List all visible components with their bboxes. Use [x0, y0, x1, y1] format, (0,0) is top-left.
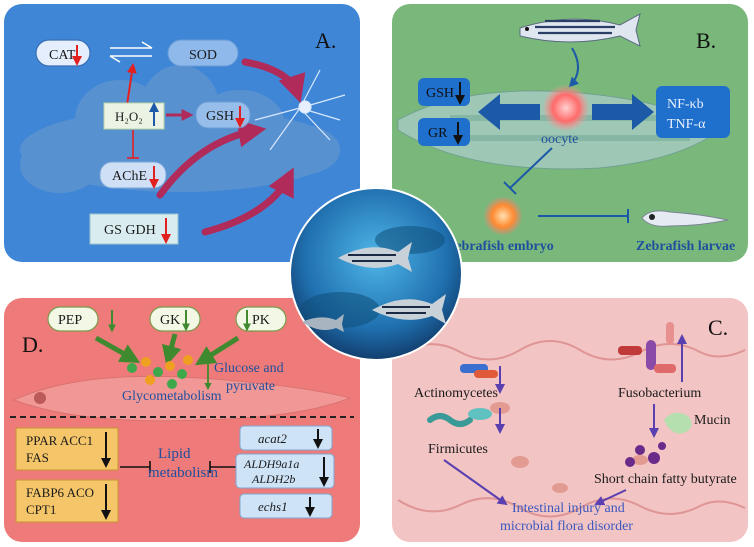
gsh-label-b: GSH	[426, 86, 454, 101]
acat2-label: acat2	[258, 431, 287, 446]
oocyte-effect-arrows	[478, 94, 654, 130]
sod-label: SOD	[189, 48, 217, 63]
adult-to-oocyte-arrow	[568, 47, 580, 88]
aldh-label-l1: ALDH9a1a	[243, 457, 299, 471]
cat-label: CAT	[49, 48, 76, 63]
reversible-arrows	[109, 41, 153, 63]
aldh-label-l2: ALDH2b	[251, 472, 295, 486]
panel-d-letter: D.	[22, 332, 43, 357]
scfa-spheres	[625, 442, 666, 467]
embryo-circle	[483, 196, 523, 236]
glycometabolism-label: Glycometabolism	[122, 389, 222, 404]
panel-d: D. PEP GK PK	[4, 298, 360, 542]
oocyte-inhibits-embryo	[509, 147, 553, 189]
gsh-label-a: GSH	[206, 109, 234, 124]
fusobacterium-icon	[618, 322, 676, 373]
panel-a: A. CAT SOD H₂O₂ GSH AChE	[4, 4, 360, 262]
ache-label: AChE	[112, 169, 147, 184]
outcome-label-l2: microbial flora disorder	[500, 519, 633, 534]
outcome-label-l1: Intestinal injury and	[512, 501, 625, 516]
echs1-label: echs1	[258, 499, 288, 514]
fabp-label-l2: CPT1	[26, 502, 56, 517]
panel-a-letter: A.	[315, 28, 336, 53]
mucin-label: Mucin	[694, 413, 731, 428]
actinomycetes-bacteria-icon	[460, 364, 498, 378]
panel-c: C. Actinomycetes Firmicutes	[392, 298, 748, 542]
larvae-label: Zebrafish larvae	[636, 239, 735, 254]
fish-illustration-d	[12, 375, 352, 422]
scfa-label: Short chain fatty butyrate	[594, 472, 737, 487]
adult-zebrafish-icon	[519, 13, 641, 47]
oocyte-label: oocyte	[541, 132, 578, 147]
ppar-label-l2: FAS	[26, 450, 49, 465]
lipid-label-l1: Lipid	[158, 446, 191, 462]
panel-b: B. oocyte	[392, 4, 748, 262]
pk-label: PK	[252, 313, 270, 328]
gsgdh-label: GS GDH	[104, 223, 156, 238]
pep-label: PEP	[58, 313, 82, 328]
center-zebrafish-photo	[289, 187, 463, 361]
fabp-label-l1: FABP6 ACO	[26, 485, 94, 500]
embryo-label: Zebrafish embryo	[446, 239, 554, 254]
firmicutes-to-outcome-arrow	[443, 459, 508, 506]
firmicutes-bacteria-icon	[427, 408, 492, 427]
actinomycetes-label: Actinomycetes	[414, 386, 498, 401]
pathway-arrows-a	[156, 58, 306, 236]
scfa-to-outcome-arrow	[594, 489, 627, 506]
gut-debris	[490, 402, 648, 493]
metabolite-spheres	[127, 355, 193, 389]
mucin-icon	[664, 412, 692, 434]
nfkb-tnf-box	[656, 86, 730, 138]
intestine-illustration	[397, 340, 746, 518]
h2o2-to-cat-arrow	[126, 63, 137, 106]
glucose-label-l2: pyruvate	[226, 379, 275, 394]
larvae-icon	[641, 210, 729, 227]
lipid-label-l2: metabolism	[148, 465, 218, 481]
h2o2-label: H₂O₂	[115, 109, 143, 124]
aldh-box	[235, 453, 335, 489]
oocyte-circle	[542, 84, 590, 132]
tnfa-label: TNF-α	[667, 117, 706, 132]
acat2-box	[239, 425, 333, 451]
glycolysis-arrows	[94, 333, 240, 366]
fusobacterium-label: Fusobacterium	[618, 386, 701, 401]
panel-b-letter: B.	[696, 28, 716, 53]
gk-label: GK	[160, 313, 180, 328]
glucose-label-l1: Glucose and	[214, 361, 284, 376]
ppar-label-l1: PPAR ACC1	[26, 433, 93, 448]
firmicutes-label: Firmicutes	[428, 442, 488, 457]
panel-c-letter: C.	[708, 315, 728, 340]
pep-box	[47, 306, 99, 332]
sod-box	[167, 39, 239, 67]
gr-label: GR	[428, 126, 448, 141]
nfkb-label: NF-κb	[667, 97, 704, 112]
neuron-illustration	[254, 69, 346, 151]
zebrafish-photo-fish	[302, 242, 446, 332]
